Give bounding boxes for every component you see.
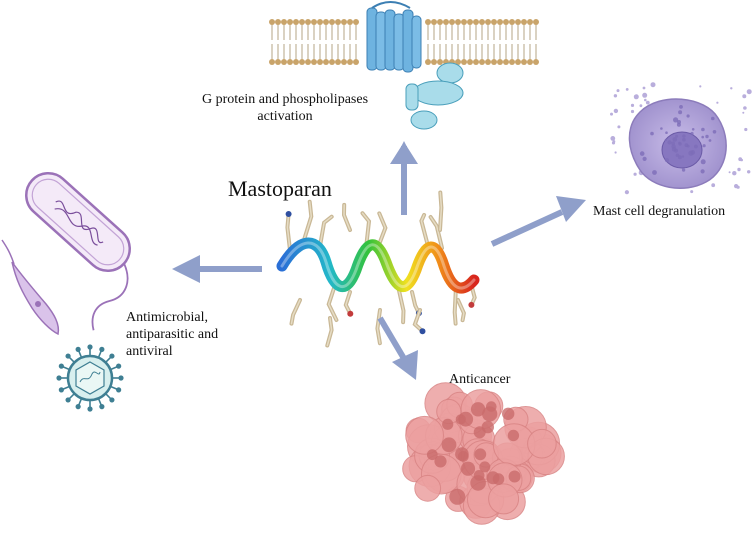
anticancer-label: Anticancer	[449, 372, 511, 387]
membrane-effect-line2: activation	[257, 109, 313, 124]
antimicrobial-line3: antiviral	[126, 344, 173, 359]
antimicrobial-label: Antimicrobial, antiparasitic and antivir…	[126, 309, 266, 360]
bacterium-icon	[25, 171, 131, 331]
arrow-to-anticancer	[377, 316, 409, 364]
virus-icon	[56, 344, 124, 412]
cell-membrane	[269, 19, 539, 65]
diagram-title: Mastoparan	[228, 176, 332, 201]
arrows	[172, 141, 586, 380]
mastoparan-helix-structure	[276, 190, 480, 348]
antimicrobial-line2: antiparasitic and	[126, 327, 219, 342]
antimicrobial-line1: Antimicrobial,	[126, 310, 209, 325]
g-protein-icon	[405, 62, 464, 130]
membrane-effect-line1: G protein and phospholipases	[201, 92, 369, 107]
parasite-icon	[1, 239, 60, 336]
membrane-effect-label: G protein and phospholipases activation	[180, 91, 390, 125]
mast-cell-icon	[610, 82, 752, 195]
lipid-bilayer-top-leaflet	[269, 19, 539, 40]
tumor-cell-cluster-icon	[402, 382, 565, 525]
arrow-to-mast-cell	[490, 209, 564, 247]
gpcr-receptor-icon	[366, 1, 422, 73]
mast-cell-label: Mast cell degranulation	[593, 204, 726, 219]
